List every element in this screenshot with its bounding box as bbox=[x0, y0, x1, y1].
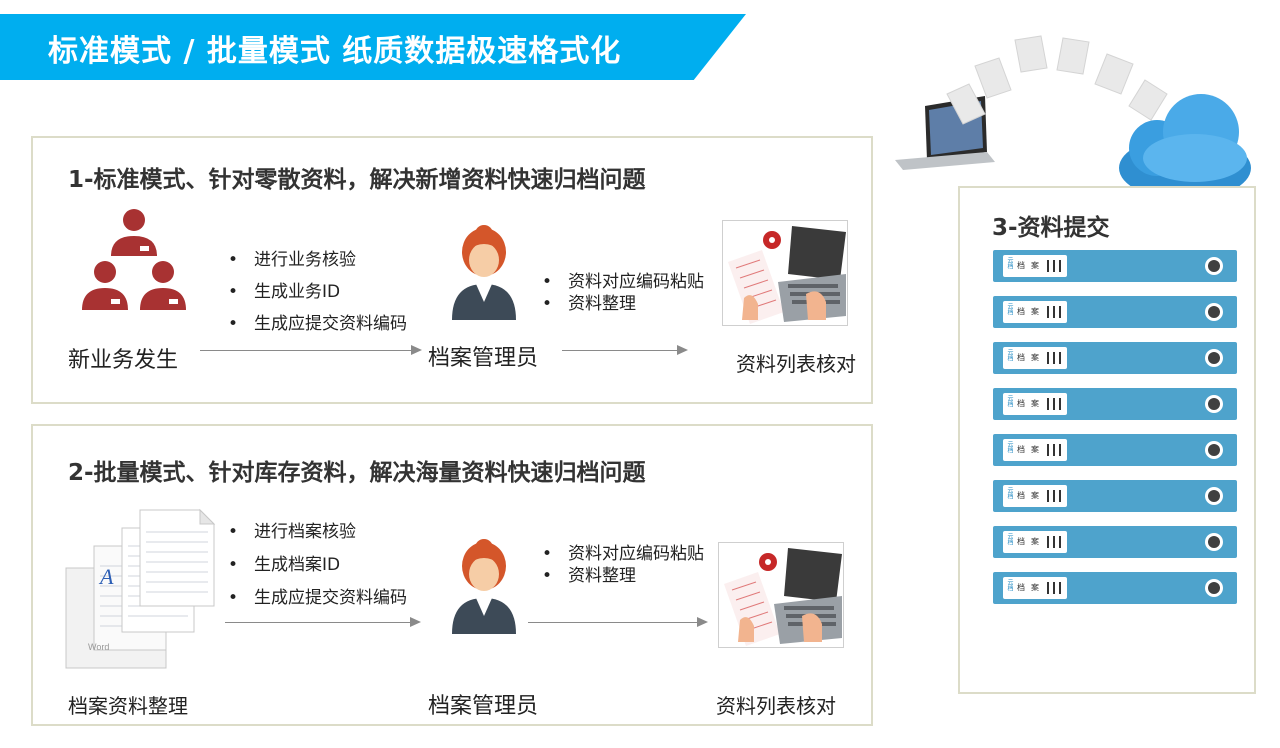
storage-drive: 云档档案 bbox=[993, 480, 1237, 512]
barcode-icon bbox=[1047, 260, 1061, 272]
flow-arrow-line bbox=[200, 350, 412, 351]
status-led-icon bbox=[1205, 579, 1223, 597]
arrow-icon bbox=[411, 345, 422, 355]
arrow-icon bbox=[410, 617, 421, 627]
cloud-icon bbox=[1119, 94, 1251, 200]
step-list-check: 资料列表核对 bbox=[736, 352, 856, 376]
barcode-icon bbox=[1047, 490, 1061, 502]
panel2-right-bullets: 资料对应编码粘贴 资料整理 bbox=[542, 543, 704, 587]
archivist-icon bbox=[452, 225, 516, 320]
status-led-icon bbox=[1205, 487, 1223, 505]
storage-drive: 云档档案 bbox=[993, 342, 1237, 374]
document-stack-icon: A Word bbox=[65, 508, 216, 669]
list-item: 进行档案核验 bbox=[228, 516, 407, 549]
status-led-icon bbox=[1205, 303, 1223, 321]
flow-arrow-line bbox=[562, 350, 678, 351]
list-item: 资料对应编码粘贴 bbox=[542, 271, 704, 293]
drive-label: 云档档案 bbox=[1003, 485, 1067, 507]
archivist-icon bbox=[452, 539, 516, 634]
step-archive-sorting: 档案资料整理 bbox=[68, 694, 188, 718]
checklist-laptop-icon bbox=[722, 220, 848, 326]
flow-arrow-line bbox=[225, 622, 411, 623]
storage-drive: 云档档案 bbox=[993, 434, 1237, 466]
header-banner bbox=[0, 14, 746, 80]
drive-label: 云档档案 bbox=[1003, 301, 1067, 323]
barcode-icon bbox=[1047, 582, 1061, 594]
status-led-icon bbox=[1205, 533, 1223, 551]
storage-drive: 云档档案 bbox=[993, 572, 1237, 604]
list-item: 生成业务ID bbox=[228, 276, 407, 308]
drive-label: 云档档案 bbox=[1003, 255, 1067, 277]
barcode-icon bbox=[1047, 352, 1061, 364]
list-item: 资料对应编码粘贴 bbox=[542, 543, 704, 565]
drive-label: 云档档案 bbox=[1003, 531, 1067, 553]
arrow-icon bbox=[677, 345, 688, 355]
panel-batch-title: 2-批量模式、针对库存资料，解决海量资料快速归档问题 bbox=[68, 460, 646, 486]
step-archivist: 档案管理员 bbox=[428, 346, 539, 371]
list-item: 生成应提交资料编码 bbox=[228, 582, 407, 615]
drive-label: 云档档案 bbox=[1003, 393, 1067, 415]
paper-icon bbox=[946, 35, 1168, 125]
flow-arrow-line bbox=[528, 622, 698, 623]
status-led-icon bbox=[1205, 441, 1223, 459]
status-led-icon bbox=[1205, 395, 1223, 413]
checklist-laptop-icon bbox=[718, 542, 844, 648]
panel1-right-bullets: 资料对应编码粘贴 资料整理 bbox=[542, 271, 704, 315]
step-new-business: 新业务发生 bbox=[68, 348, 179, 373]
drive-label: 云档档案 bbox=[1003, 439, 1067, 461]
drive-label: 云档档案 bbox=[1003, 347, 1067, 369]
panel-standard-title: 1-标准模式、针对零散资料，解决新增资料快速归档问题 bbox=[68, 167, 646, 193]
storage-drive: 云档档案 bbox=[993, 296, 1237, 328]
doc-word-label: Word bbox=[88, 642, 109, 652]
drive-label: 云档档案 bbox=[1003, 577, 1067, 599]
status-led-icon bbox=[1205, 257, 1223, 275]
status-led-icon bbox=[1205, 349, 1223, 367]
barcode-icon bbox=[1047, 398, 1061, 410]
arrow-icon bbox=[697, 617, 708, 627]
list-item: 生成应提交资料编码 bbox=[228, 308, 407, 340]
list-item: 生成档案ID bbox=[228, 549, 407, 582]
step-list-check: 资料列表核对 bbox=[716, 694, 836, 718]
panel-submission-title: 3-资料提交 bbox=[992, 215, 1110, 241]
panel2-left-bullets: 进行档案核验 生成档案ID 生成应提交资料编码 bbox=[228, 516, 407, 615]
list-item: 资料整理 bbox=[542, 293, 704, 315]
upload-to-cloud-illustration bbox=[895, 35, 1251, 200]
step-archivist: 档案管理员 bbox=[428, 694, 539, 719]
doc-letter: A bbox=[98, 564, 114, 589]
business-group-icon bbox=[82, 209, 186, 310]
panel1-left-bullets: 进行业务核验 生成业务ID 生成应提交资料编码 bbox=[228, 244, 407, 340]
storage-drive: 云档档案 bbox=[993, 388, 1237, 420]
storage-drive: 云档档案 bbox=[993, 250, 1237, 282]
barcode-icon bbox=[1047, 306, 1061, 318]
storage-drive: 云档档案 bbox=[993, 526, 1237, 558]
page-title: 标准模式 / 批量模式 纸质数据极速格式化 bbox=[48, 34, 622, 69]
barcode-icon bbox=[1047, 444, 1061, 456]
barcode-icon bbox=[1047, 536, 1061, 548]
list-item: 进行业务核验 bbox=[228, 244, 407, 276]
list-item: 资料整理 bbox=[542, 565, 704, 587]
